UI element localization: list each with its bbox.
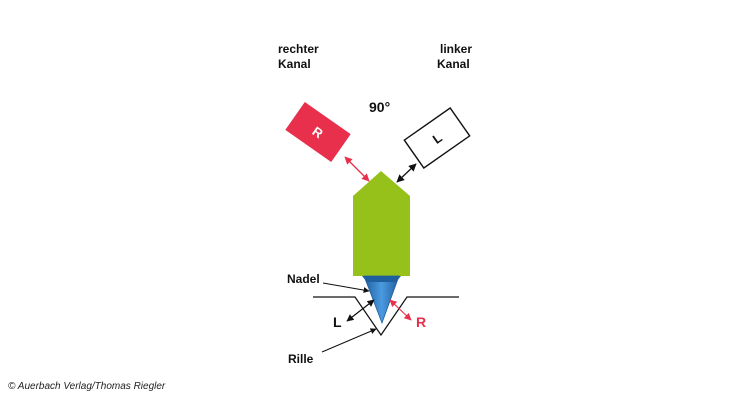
- right-channel-arrow: [344, 156, 370, 182]
- left-channel-box: [403, 107, 471, 169]
- copyright-notice: © Auerbach Verlag/Thomas Riegler: [8, 381, 166, 392]
- groove-right-direction-label: R: [416, 314, 427, 330]
- right-channel-box: [285, 102, 351, 162]
- left-channel-label: linker Kanal: [437, 42, 472, 72]
- right-channel-label-line1: rechter: [278, 42, 319, 56]
- groove-label: Rille: [288, 352, 314, 366]
- groove-profile: [313, 296, 459, 337]
- stylus-body: [353, 171, 410, 276]
- left-channel-arrow: [396, 163, 417, 183]
- stylus-base: [362, 276, 401, 282]
- groove-right-arrow: [389, 299, 412, 321]
- angle-label: 90°: [369, 99, 391, 115]
- groove-pointer: [321, 328, 377, 353]
- left-channel-label-line2: Kanal: [437, 57, 470, 71]
- right-channel-label: rechter Kanal: [278, 42, 319, 72]
- groove-left-arrow: [346, 299, 375, 322]
- right-channel-label-line2: Kanal: [278, 57, 311, 71]
- left-channel-label-line1: linker: [440, 42, 473, 56]
- needle-label: Nadel: [287, 272, 320, 286]
- groove-left-direction-label: L: [333, 314, 342, 330]
- needle-pointer: [322, 282, 370, 294]
